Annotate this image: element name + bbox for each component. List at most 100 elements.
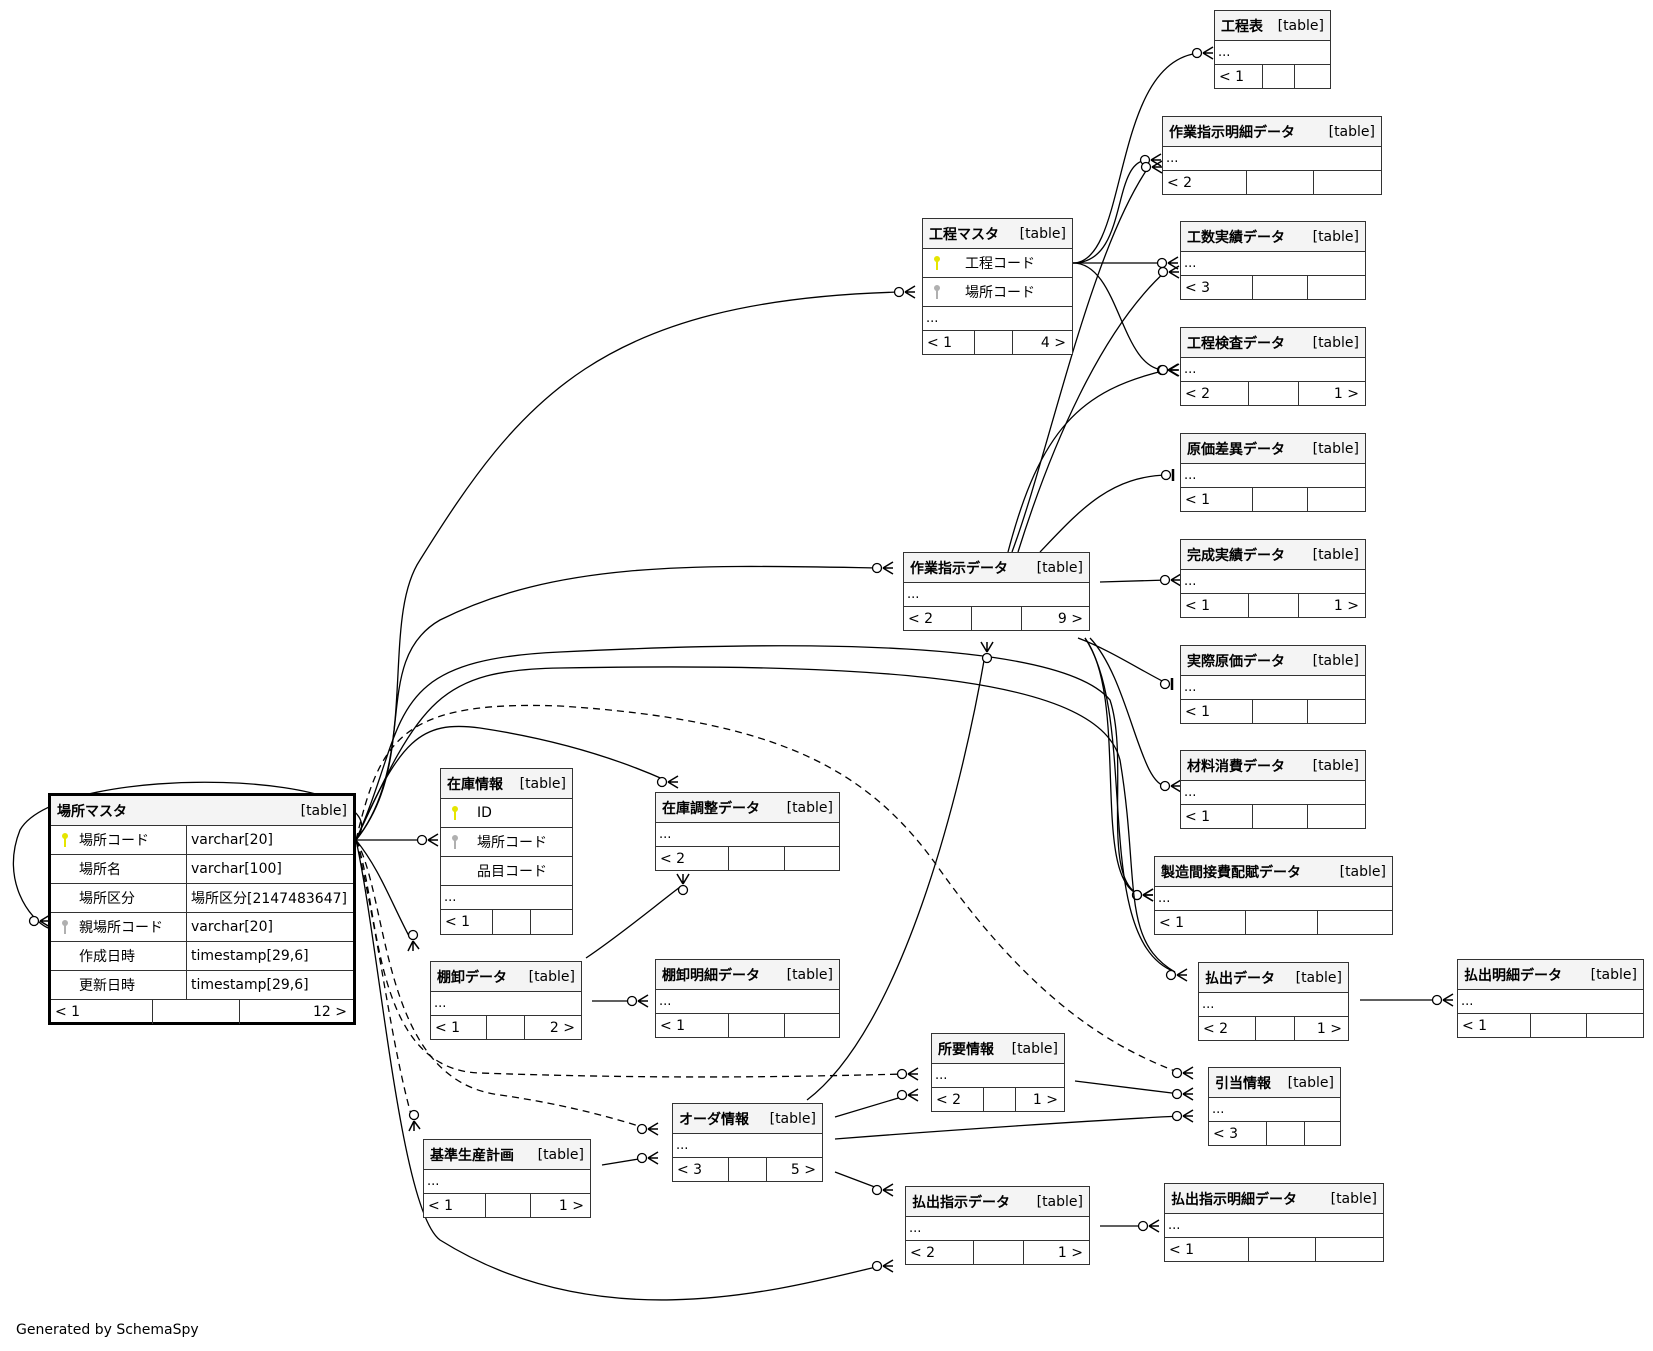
- table-hikiate-jouhou[interactable]: 引当情報 [table] ... < 3: [1208, 1067, 1341, 1146]
- children-count[interactable]: [1314, 171, 1381, 195]
- children-count[interactable]: [1308, 805, 1365, 829]
- children-count[interactable]: 1 >: [1316, 1021, 1342, 1037]
- children-count[interactable]: 9 >: [1057, 611, 1083, 627]
- zero-cardinality-marker: [1157, 266, 1169, 278]
- parents-count[interactable]: < 3: [673, 1158, 729, 1182]
- parents-count[interactable]: < 2: [1181, 382, 1249, 406]
- table-zairyou-shouhi[interactable]: 材料消費データ [table] ... < 1: [1180, 750, 1366, 829]
- parents-count[interactable]: < 1: [1458, 1014, 1531, 1038]
- column-row[interactable]: 場所コード varchar[20]: [51, 826, 353, 855]
- table-haraidashi-shiji[interactable]: 払出指示データ [table] ... < 2 1 >: [905, 1186, 1090, 1265]
- parents-count[interactable]: < 3: [1209, 1122, 1267, 1146]
- children-count[interactable]: [1308, 700, 1365, 724]
- table-footer: < 2 1 >: [906, 1241, 1089, 1265]
- column-row[interactable]: 場所コード: [441, 828, 572, 857]
- children-count[interactable]: [1308, 488, 1365, 512]
- column-row[interactable]: 工程コード: [923, 249, 1072, 278]
- column-row[interactable]: 場所コード: [923, 278, 1072, 307]
- column-row[interactable]: 場所名 varchar[100]: [51, 855, 353, 884]
- parents-count[interactable]: < 2: [1199, 1017, 1256, 1041]
- table-kousuu-jisseki[interactable]: 工数実績データ [table] ... < 3: [1180, 221, 1366, 300]
- children-count[interactable]: [1295, 65, 1330, 89]
- table-order-jouhou[interactable]: オーダ情報 [table] ... < 3 5 >: [672, 1103, 823, 1182]
- table-seizou-kansetsu[interactable]: 製造間接費配賦データ [table] ... < 1: [1154, 856, 1393, 935]
- children-count[interactable]: 5 >: [790, 1162, 816, 1178]
- table-haraidashi[interactable]: 払出データ [table] ... < 2 1 >: [1198, 962, 1349, 1041]
- table-sagyou-shiji[interactable]: 作業指示データ [table] ... < 2 9 >: [903, 552, 1090, 631]
- zero-cardinality-marker: [1165, 969, 1177, 981]
- table-type: [table]: [528, 968, 575, 985]
- children-count[interactable]: 1 >: [1057, 1245, 1083, 1261]
- children-count[interactable]: 12 >: [313, 1004, 347, 1020]
- children-count[interactable]: 2 >: [549, 1020, 575, 1036]
- table-type: [table]: [769, 1110, 816, 1127]
- many-cardinality-marker: [1150, 153, 1162, 167]
- more-columns: ...: [424, 1170, 590, 1194]
- table-zaiko-jouhou[interactable]: 在庫情報 [table] ID 場所コード 品目コード ... < 1: [440, 768, 573, 935]
- table-footer: < 1: [1458, 1014, 1643, 1038]
- table-sagyou-shiji-meisai[interactable]: 作業指示明細データ [table] ... < 2: [1162, 116, 1382, 195]
- children-count[interactable]: 1 >: [1333, 598, 1359, 614]
- children-count[interactable]: [1316, 1238, 1383, 1262]
- table-kijun-seisan[interactable]: 基準生産計画 [table] ... < 1 1 >: [423, 1139, 591, 1218]
- children-count[interactable]: 1 >: [1333, 386, 1359, 402]
- parents-count[interactable]: < 1: [1181, 805, 1253, 829]
- children-count[interactable]: [531, 910, 572, 934]
- parents-count[interactable]: < 1: [1181, 488, 1253, 512]
- parents-count[interactable]: < 1: [1215, 65, 1263, 89]
- parents-count[interactable]: < 1: [441, 910, 493, 934]
- parents-count[interactable]: < 1: [431, 1016, 487, 1040]
- parents-count[interactable]: < 1: [923, 331, 975, 355]
- children-count[interactable]: [1308, 276, 1365, 300]
- table-shoyou-jouhou[interactable]: 所要情報 [table] ... < 2 1 >: [931, 1033, 1065, 1112]
- column-row[interactable]: ID: [441, 799, 572, 828]
- parents-count[interactable]: < 1: [656, 1014, 729, 1038]
- table-kouteihyou[interactable]: 工程表 [table] ... < 1: [1214, 10, 1331, 89]
- children-count[interactable]: [1587, 1014, 1643, 1038]
- column-row[interactable]: 親場所コード varchar[20]: [51, 913, 353, 942]
- parents-count[interactable]: < 2: [1163, 171, 1247, 195]
- children-count[interactable]: 1 >: [1032, 1092, 1058, 1108]
- parents-count[interactable]: < 1: [1165, 1238, 1249, 1262]
- table-jissai-genka[interactable]: 実際原価データ [table] ... < 1: [1180, 645, 1366, 724]
- column-row[interactable]: 作成日時 timestamp[29,6]: [51, 942, 353, 971]
- parents-count[interactable]: < 1: [1181, 594, 1249, 618]
- column-row[interactable]: 更新日時 timestamp[29,6]: [51, 971, 353, 1000]
- table-genka-sai[interactable]: 原価差異データ [table] ... < 1: [1180, 433, 1366, 512]
- table-basho-master[interactable]: 場所マスタ [table] 場所コード varchar[20] 場所名 varc…: [48, 793, 356, 1025]
- children-count[interactable]: 1 >: [558, 1198, 584, 1214]
- table-koutei-master[interactable]: 工程マスタ [table] 工程コード 場所コード ... < 1 4 >: [922, 218, 1073, 355]
- column-type: varchar[20]: [186, 826, 353, 854]
- children-count[interactable]: [785, 1014, 839, 1038]
- children-count[interactable]: [1305, 1122, 1340, 1146]
- table-type: [table]: [300, 802, 347, 819]
- column-row[interactable]: 品目コード: [441, 857, 572, 886]
- parents-count[interactable]: < 1: [424, 1194, 486, 1218]
- parents-count[interactable]: < 1: [1181, 700, 1253, 724]
- many-cardinality-marker: [1170, 573, 1182, 587]
- parents-count[interactable]: < 2: [906, 1241, 974, 1265]
- zero-cardinality-marker: [1171, 1067, 1183, 1079]
- table-kansei-jisseki[interactable]: 完成実績データ [table] ... < 1 1 >: [1180, 539, 1366, 618]
- parents-count[interactable]: < 3: [1181, 276, 1253, 300]
- parents-count[interactable]: < 1: [51, 1000, 153, 1024]
- parents-count[interactable]: < 2: [904, 607, 972, 631]
- table-haraidashi-shiji-meisai[interactable]: 払出指示明細データ [table] ... < 1: [1164, 1183, 1384, 1262]
- parents-count[interactable]: < 1: [1155, 911, 1246, 935]
- table-tanaoroshi-meisai[interactable]: 棚卸明細データ [table] ... < 1: [655, 959, 840, 1038]
- many-cardinality-marker: [1168, 265, 1180, 279]
- table-haraidashi-meisai[interactable]: 払出明細データ [table] ... < 1: [1457, 959, 1644, 1038]
- children-count[interactable]: [785, 847, 839, 871]
- children-count[interactable]: 4 >: [1040, 335, 1066, 351]
- table-footer: < 1 1 >: [424, 1194, 590, 1218]
- column-type: timestamp[29,6]: [186, 942, 353, 970]
- table-header: 原価差異データ [table]: [1181, 434, 1365, 464]
- column-type: varchar[100]: [186, 855, 353, 883]
- parents-count[interactable]: < 2: [656, 847, 729, 871]
- column-row[interactable]: 場所区分 場所区分[2147483647]: [51, 884, 353, 913]
- table-zaiko-chousei[interactable]: 在庫調整データ [table] ... < 2: [655, 792, 840, 871]
- children-count[interactable]: [1318, 911, 1392, 935]
- table-koutei-kensa[interactable]: 工程検査データ [table] ... < 2 1 >: [1180, 327, 1366, 406]
- parents-count[interactable]: < 2: [932, 1088, 984, 1112]
- table-tanaoroshi[interactable]: 棚卸データ [table] ... < 1 2 >: [430, 961, 582, 1040]
